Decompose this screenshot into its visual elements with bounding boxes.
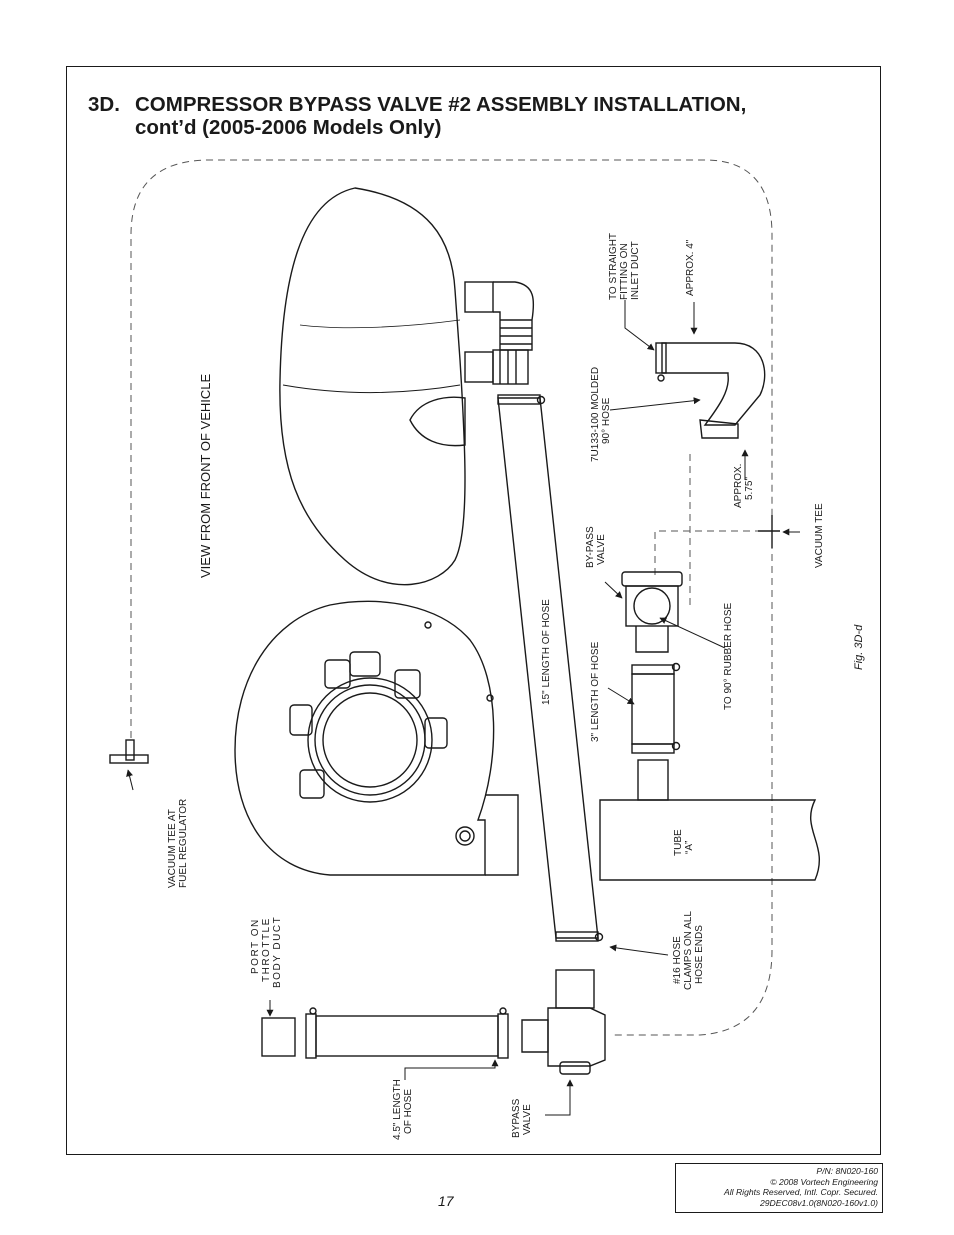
svg-text:Fig. 3D-d: Fig. 3D-d bbox=[853, 624, 865, 670]
svg-text:BY-PASS: BY-PASS bbox=[585, 526, 596, 568]
svg-text:VACUUM TEE AT: VACUUM TEE AT bbox=[167, 809, 178, 888]
svg-text:CLAMPS ON ALL: CLAMPS ON ALL bbox=[683, 911, 694, 990]
vacuum-tee-fuel bbox=[109, 739, 149, 764]
svg-text:APPROX. 4": APPROX. 4" bbox=[685, 239, 696, 296]
intercooler-body bbox=[279, 187, 535, 586]
footer-part-number: P/N: 8N020-160 bbox=[816, 1166, 878, 1176]
label-molded-hose: 7U133-100 MOLDED 90° HOSE bbox=[590, 367, 612, 462]
supercharger bbox=[234, 600, 519, 876]
label-to-90-rubber-hose: TO 90° RUBBER HOSE bbox=[723, 602, 734, 710]
svg-text:3" LENGTH OF HOSE: 3" LENGTH OF HOSE bbox=[590, 641, 601, 742]
svg-text:VACUUM TEE: VACUUM TEE bbox=[814, 503, 825, 568]
svg-text:#16 HOSE: #16 HOSE bbox=[672, 936, 683, 984]
label-hose-4-5: 4.5" LENGTH OF HOSE bbox=[392, 1079, 414, 1140]
svg-text:VALVE: VALVE bbox=[596, 534, 607, 565]
label-bypass-valve-lower: BYPASS VALVE bbox=[511, 1098, 533, 1138]
section-title-line-2: cont’d (2005-2006 Models Only) bbox=[135, 116, 442, 139]
footer-copyright: © 2008 Vortech Engineering bbox=[770, 1176, 878, 1187]
svg-text:“A”: “A” bbox=[684, 841, 695, 854]
svg-text:OF HOSE: OF HOSE bbox=[403, 1089, 414, 1134]
label-hose-15: 15" LENGTH OF HOSE bbox=[541, 599, 552, 705]
svg-text:BODY DUCT: BODY DUCT bbox=[272, 916, 283, 988]
label-hose-3: 3" LENGTH OF HOSE bbox=[590, 641, 601, 742]
svg-text:FITTING ON: FITTING ON bbox=[619, 243, 630, 300]
installation-diagram: VIEW FROM FRONT OF VEHICLE TO STRAIGHT F… bbox=[109, 159, 865, 1140]
svg-text:15" LENGTH OF HOSE: 15" LENGTH OF HOSE bbox=[541, 599, 552, 705]
page-frame bbox=[66, 66, 881, 1155]
svg-text:VALVE: VALVE bbox=[522, 1104, 533, 1135]
svg-text:THROTTLE: THROTTLE bbox=[261, 917, 272, 982]
page-number: 17 bbox=[438, 1193, 454, 1209]
figure-caption: Fig. 3D-d bbox=[853, 624, 865, 670]
footer-revision: 29DEC08v1.0(8N020-160v1.0) bbox=[760, 1197, 878, 1208]
section-title-line-1: COMPRESSOR BYPASS VALVE #2 ASSEMBLY INST… bbox=[135, 93, 747, 116]
svg-text:90° HOSE: 90° HOSE bbox=[601, 397, 612, 444]
hose-4-5-inch bbox=[305, 1007, 509, 1059]
label-hose-clamps: #16 HOSE CLAMPS ON ALL HOSE ENDS bbox=[672, 911, 705, 990]
throttle-port bbox=[261, 1017, 296, 1057]
bypass-vacuum-dashed bbox=[654, 450, 758, 605]
label-tube-a: TUBE “A” bbox=[673, 829, 695, 856]
label-approx-4: APPROX. 4" bbox=[685, 239, 696, 296]
bypass-valve-lower bbox=[521, 969, 606, 1075]
svg-text:TO 90° RUBBER HOSE: TO 90° RUBBER HOSE bbox=[723, 602, 734, 710]
svg-text:APPROX.: APPROX. bbox=[733, 464, 744, 508]
vacuum-line-dashed bbox=[130, 159, 773, 1036]
svg-text:INLET DUCT: INLET DUCT bbox=[630, 241, 641, 300]
svg-text:4.5" LENGTH: 4.5" LENGTH bbox=[392, 1079, 403, 1140]
hose-15-inch bbox=[497, 394, 604, 942]
hose-3-inch bbox=[631, 662, 681, 801]
svg-text:TO STRAIGHT: TO STRAIGHT bbox=[608, 233, 619, 300]
svg-text:HOSE ENDS: HOSE ENDS bbox=[694, 925, 705, 984]
svg-text:FUEL REGULATOR: FUEL REGULATOR bbox=[178, 799, 189, 888]
label-vacuum-tee-fuel: VACUUM TEE AT FUEL REGULATOR bbox=[167, 799, 189, 888]
leader-arrows bbox=[126, 300, 800, 1116]
bypass-valve-upper bbox=[621, 571, 683, 653]
label-to-straight-fitting: TO STRAIGHT FITTING ON INLET DUCT bbox=[608, 233, 641, 300]
tube-a bbox=[599, 799, 820, 881]
svg-text:PORT ON: PORT ON bbox=[250, 918, 261, 974]
molded-90-hose bbox=[655, 342, 766, 439]
label-bypass-valve-upper: BY-PASS VALVE bbox=[585, 526, 607, 568]
svg-text:TUBE: TUBE bbox=[673, 829, 684, 856]
section-number: 3D. bbox=[88, 93, 120, 116]
svg-text:5.75": 5.75" bbox=[744, 477, 755, 500]
svg-text:7U133-100 MOLDED: 7U133-100 MOLDED bbox=[590, 367, 601, 462]
label-approx-5-75: APPROX. 5.75" bbox=[733, 464, 755, 508]
label-vacuum-tee: VACUUM TEE bbox=[814, 503, 825, 568]
view-label: VIEW FROM FRONT OF VEHICLE bbox=[198, 374, 213, 578]
footer-info-box: P/N: 8N020-160 © 2008 Vortech Engineerin… bbox=[675, 1163, 883, 1213]
vacuum-tee-upper bbox=[758, 515, 780, 548]
label-port-on-throttle: PORT ON THROTTLE BODY DUCT bbox=[250, 916, 283, 988]
svg-text:BYPASS: BYPASS bbox=[511, 1098, 522, 1138]
footer-rights: All Rights Reserved, Intl. Copr. Secured… bbox=[724, 1187, 878, 1198]
